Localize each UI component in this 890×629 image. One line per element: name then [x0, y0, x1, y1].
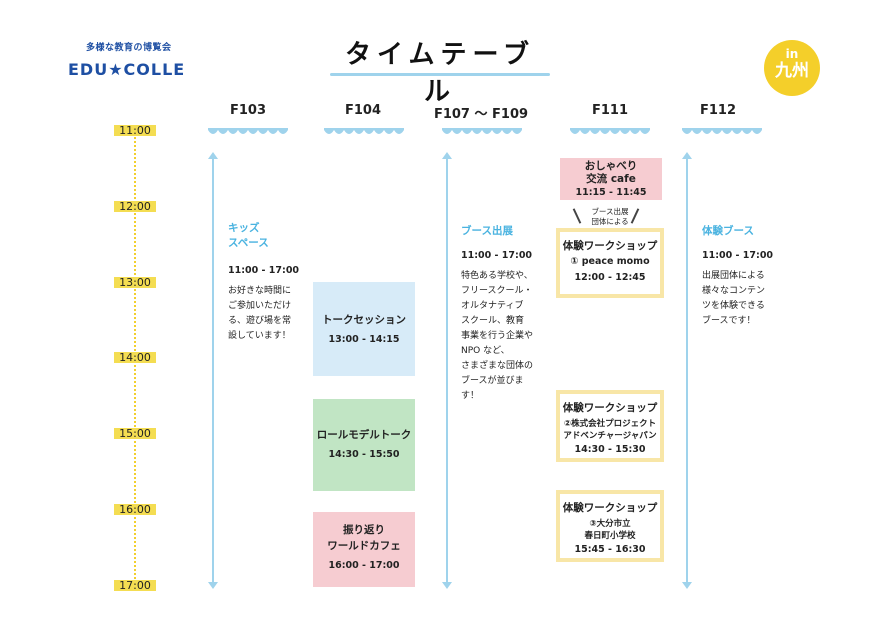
wave-decoration-f107 — [442, 128, 522, 134]
column-header-f112: F112 — [699, 103, 737, 118]
region-badge-name: 九州 — [775, 61, 809, 81]
booth-f107-desc: 特色ある学校や、 フリースクール・ オルタナティブ スクール、教育 事業を行う企… — [461, 269, 561, 404]
session-talk: トークセッション 13:00 - 14:15 — [313, 282, 415, 376]
workshop-3: 体験ワークショップ ③大分市立 春日町小学校 15:45 - 16:30 — [556, 490, 664, 562]
booth-f107-desc-line: フリースクール・ — [461, 286, 533, 296]
time-label-1700: 17:00 — [114, 580, 156, 591]
region-badge-prefix: in — [785, 47, 799, 61]
arrow-line-f103 — [212, 158, 214, 582]
time-label-1300: 13:00 — [114, 277, 156, 288]
workshop-2-presenter-1: ②株式会社プロジェクト — [563, 419, 657, 429]
column-header-f103: F103 — [229, 103, 267, 118]
booth-note-line: ブース出展 — [591, 207, 629, 216]
session-talk-time: 13:00 - 14:15 — [328, 334, 400, 345]
booth-f103-title-2: スペース — [228, 237, 269, 249]
booth-f103-desc-line: 設しています！ — [228, 331, 291, 341]
time-label-1400: 14:00 — [114, 352, 156, 363]
workshop-2: 体験ワークショップ ②株式会社プロジェクト アドベンチャージャパン 14:30 … — [556, 390, 664, 462]
time-label-1600: 16:00 — [114, 504, 156, 515]
session-talk-title: トークセッション — [322, 314, 406, 326]
workshop-1-title: 体験ワークショップ — [562, 240, 658, 252]
wave-decoration-f104 — [324, 128, 404, 134]
booth-f103: キッズ スペース 11:00 - 17:00 お好きな時間に ご参加いただけ る… — [228, 221, 318, 344]
wave-decoration-f103 — [208, 128, 288, 134]
workshop-1: 体験ワークショップ ① peace momo 12:00 - 12:45 — [556, 228, 664, 298]
booth-f107-desc-line: 事業を行う企業や — [461, 331, 534, 341]
logo-subtitle: 多様な教育の博覧会 — [86, 43, 172, 53]
booth-f112-time: 11:00 - 17:00 — [702, 250, 774, 261]
workshop-3-time: 15:45 - 16:30 — [574, 544, 646, 555]
wave-decoration-f111 — [570, 128, 650, 134]
session-chat-cafe-title-1: おしゃべり — [584, 160, 638, 172]
workshop-3-title: 体験ワークショップ — [562, 502, 658, 514]
booth-f103-desc-line: ご参加いただけ — [228, 301, 292, 311]
arrow-down-icon — [682, 582, 692, 589]
region-badge: in 九州 — [764, 40, 820, 96]
booth-f107: ブース出展 11:00 - 17:00 特色ある学校や、 フリースクール・ オル… — [461, 224, 561, 404]
booth-f107-time: 11:00 - 17:00 — [461, 250, 533, 261]
session-worldcafe-time: 16:00 - 17:00 — [328, 560, 400, 571]
booth-f103-time: 11:00 - 17:00 — [228, 265, 300, 276]
logo: EDU★COLLE — [68, 60, 186, 79]
arrow-line-f107 — [446, 158, 448, 582]
arrow-up-icon — [208, 152, 218, 159]
booth-f107-desc-line: 特色ある学校や、 — [461, 271, 533, 281]
booth-f107-desc-line: ブースが並びま — [461, 376, 524, 386]
arrow-line-f112 — [686, 158, 688, 582]
booth-f112-desc-line: ツを体験できる — [702, 301, 765, 311]
time-label-1500: 15:00 — [114, 428, 156, 439]
booth-f103-desc-line: お好きな時間に — [228, 286, 292, 296]
workshop-3-presenter-2: 春日町小学校 — [584, 531, 636, 541]
booth-f112-desc-line: 出展団体による — [702, 271, 765, 281]
session-chat-cafe: おしゃべり 交流 cafe 11:15 - 11:45 — [560, 158, 662, 200]
page-title: タイムテーブル — [345, 40, 535, 107]
column-header-f111: F111 — [591, 103, 629, 118]
booth-f112-desc: 出展団体による 様々なコンテン ツを体験できる ブースです！ — [702, 269, 792, 329]
arrow-down-icon — [208, 582, 218, 589]
time-label-1200: 12:00 — [114, 201, 156, 212]
session-worldcafe-title-2: ワールドカフェ — [327, 540, 401, 552]
booth-f103-desc-line: る、遊び場を常 — [228, 316, 292, 326]
column-header-f107: F107 〜 F109 — [433, 107, 529, 122]
booth-f107-desc-line: す！ — [461, 391, 480, 401]
booth-f107-desc-line: NPO など、 — [461, 346, 510, 356]
booth-f103-desc: お好きな時間に ご参加いただけ る、遊び場を常 設しています！ — [228, 284, 318, 344]
session-worldcafe: 振り返り ワールドカフェ 16:00 - 17:00 — [313, 512, 415, 587]
session-chat-cafe-time: 11:15 - 11:45 — [575, 187, 647, 198]
workshop-2-presenter-2: アドベンチャージャパン — [563, 431, 657, 441]
booth-f107-title: ブース出展 — [461, 225, 513, 237]
booth-f112-title: 体験ブース — [702, 225, 754, 237]
booth-f107-desc-line: さまざまな団体の — [461, 361, 534, 371]
workshop-1-time: 12:00 - 12:45 — [574, 272, 646, 283]
session-rolemodel-time: 14:30 - 15:50 — [328, 449, 400, 460]
column-header-f104: F104 — [344, 103, 382, 118]
workshop-1-presenter: ① peace momo — [570, 256, 650, 267]
workshop-2-title: 体験ワークショップ — [562, 402, 658, 414]
booth-f107-desc-line: オルタナティブ — [461, 301, 524, 311]
session-rolemodel-title: ロールモデルトーク — [316, 429, 412, 441]
workshop-3-presenter-1: ③大分市立 — [589, 519, 631, 529]
workshop-2-time: 14:30 - 15:30 — [574, 444, 646, 455]
booth-note: ブース出展 団体による — [578, 207, 642, 227]
arrow-up-icon — [442, 152, 452, 159]
arrow-down-icon — [442, 582, 452, 589]
wave-decoration-f112 — [682, 128, 762, 134]
booth-f112: 体験ブース 11:00 - 17:00 出展団体による 様々なコンテン ツを体験… — [702, 224, 792, 329]
booth-f103-title-1: キッズ — [228, 222, 260, 234]
time-label-1100: 11:00 — [114, 125, 156, 136]
booth-f112-desc-line: ブースです！ — [702, 316, 756, 326]
session-rolemodel: ロールモデルトーク 14:30 - 15:50 — [313, 399, 415, 491]
arrow-up-icon — [682, 152, 692, 159]
booth-f107-desc-line: スクール、教育 — [461, 316, 525, 326]
title-underline — [330, 73, 550, 76]
session-chat-cafe-title-2: 交流 cafe — [586, 173, 636, 185]
session-worldcafe-title-1: 振り返り — [343, 524, 385, 536]
booth-note-line: 団体による — [591, 217, 629, 226]
booth-f112-desc-line: 様々なコンテン — [702, 286, 766, 296]
